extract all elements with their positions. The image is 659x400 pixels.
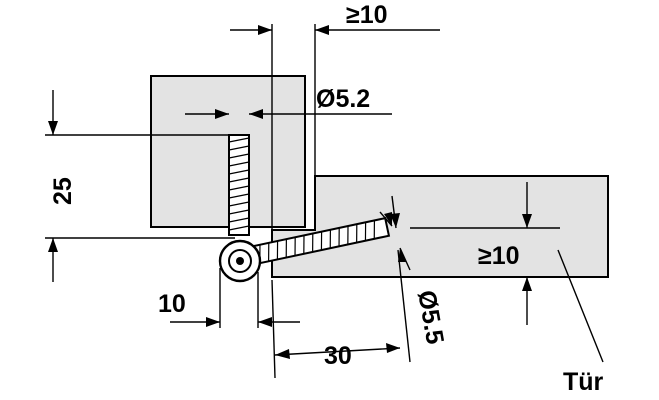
label-pin-diameter: Ø5.2 (316, 85, 370, 113)
dimension-offset (170, 317, 300, 327)
dimension-pin-diameter (185, 109, 392, 119)
door-leader-line (557, 249, 604, 363)
dimension-door-depth (390, 182, 532, 325)
label-pin-length: 30 (324, 342, 352, 370)
label-width-top: ≥10 (346, 1, 388, 29)
vertical-pin (228, 134, 250, 236)
dimension-top-width (230, 25, 440, 35)
dimension-door-pin-diameter (379, 211, 411, 271)
label-door-depth: ≥10 (478, 242, 520, 270)
label-height: 25 (49, 177, 77, 205)
hinge-knuckle (218, 239, 262, 283)
label-offset: 10 (158, 290, 186, 318)
dimension-height (48, 90, 58, 282)
door-panel (271, 175, 609, 278)
dimension-pin-length (274, 343, 401, 359)
extension-lines (45, 24, 560, 379)
label-door-pin-diameter: Ø5.5 (412, 288, 449, 346)
label-door: Tür (563, 368, 604, 396)
